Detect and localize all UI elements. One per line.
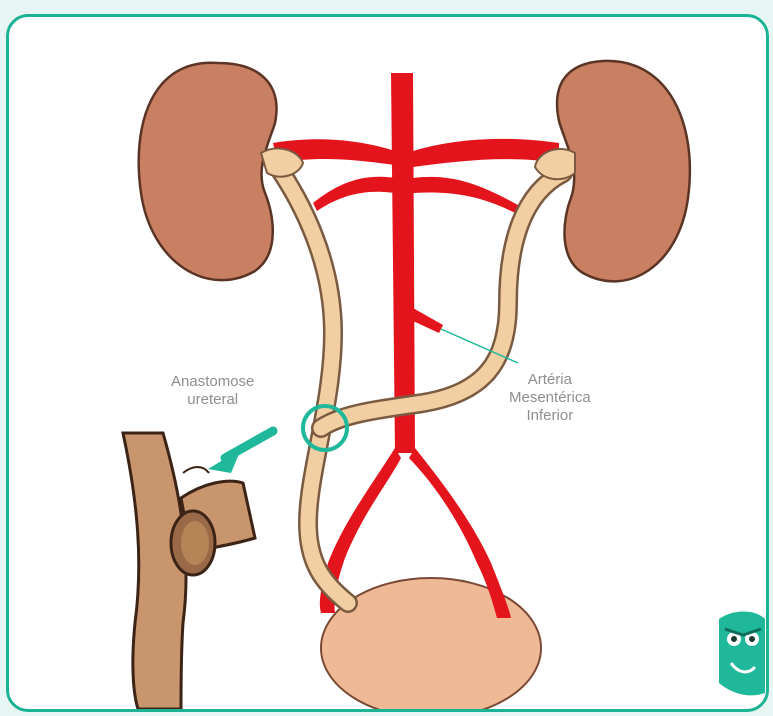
arteria-label-line3: Inferior: [509, 407, 591, 425]
owl-logo-icon: [719, 612, 765, 696]
right-kidney: [557, 61, 690, 281]
anastomose-label: Anastomose ureteral: [171, 373, 254, 409]
illustration-frame: Anastomose ureteral Artéria Mesentérica …: [6, 14, 769, 712]
left-kidney: [139, 63, 277, 280]
arteria-label: Artéria Mesentérica Inferior: [509, 371, 591, 425]
arrow-pointer-icon: [208, 431, 273, 473]
inset-anastomosis: [123, 433, 255, 709]
anastomose-label-line1: Anastomose: [171, 373, 254, 391]
anastomose-label-line2: ureteral: [171, 391, 254, 409]
arteria-label-line2: Mesentérica: [509, 389, 591, 407]
anatomy-illustration: [9, 17, 766, 709]
arteria-label-line1: Artéria: [509, 371, 591, 389]
